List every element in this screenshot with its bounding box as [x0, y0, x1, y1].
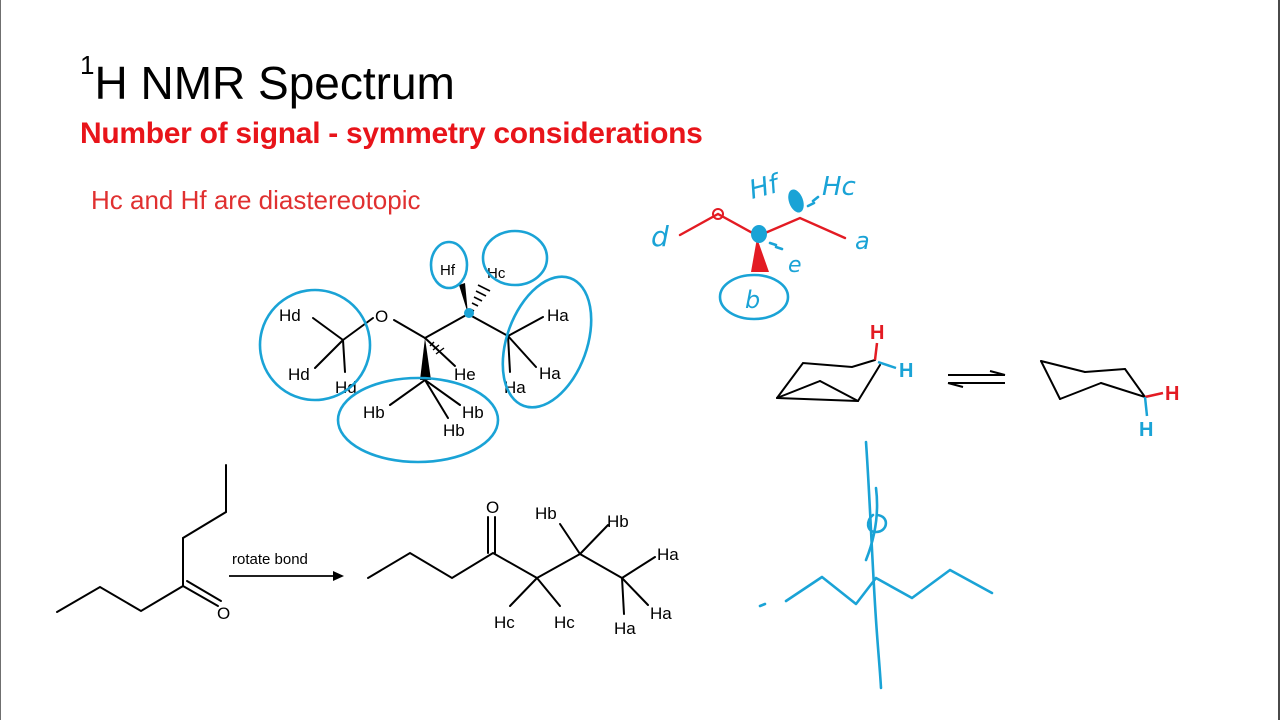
- slide-left-edge: [0, 0, 1, 720]
- label-ha-top: Ha: [547, 306, 569, 325]
- ketone2-ha3: Ha: [614, 619, 636, 638]
- title-text: H NMR Spectrum: [94, 57, 455, 109]
- ketone2-structure: [367, 516, 656, 615]
- label-ha-right: Ha: [539, 364, 561, 383]
- ketone-oxygen: O: [217, 604, 230, 623]
- chair-right-axial-h: H: [1165, 383, 1179, 405]
- annotation-a: a: [855, 227, 870, 255]
- hand-drawn-annotation: [678, 189, 847, 321]
- annotation-b: b: [745, 286, 760, 314]
- cyclohexane-chair-right: [1040, 360, 1164, 417]
- slide-title: 1H NMR Spectrum: [80, 50, 455, 110]
- molecule-structure: [312, 283, 544, 419]
- ketone2-ha2: Ha: [650, 604, 672, 623]
- equilibrium-arrows: [947, 370, 1006, 388]
- annotation-d: d: [651, 220, 669, 253]
- annotation-e: e: [788, 253, 802, 278]
- annotation-hf: Hf: [746, 168, 785, 205]
- molecule-oxygen: O: [375, 307, 388, 326]
- rotate-bond-label: rotate bond: [232, 551, 308, 568]
- label-hd-left: Hd: [288, 365, 310, 384]
- ink-circles: [258, 229, 593, 464]
- annotation-hc: Hc: [822, 172, 856, 202]
- label-hd-bottom: Hd: [335, 378, 357, 397]
- ketone2-oxygen: O: [486, 498, 499, 517]
- label-hb-left: Hb: [363, 403, 385, 422]
- diastereotopic-note: Hc and Hf are diastereotopic: [91, 185, 421, 215]
- chair-left-equatorial-h: H: [899, 360, 913, 382]
- ketone2-ha1: Ha: [657, 545, 679, 564]
- slide-subtitle: Number of signal - symmetry consideratio…: [80, 117, 703, 150]
- title-superscript: 1: [80, 50, 95, 80]
- ketone2-hc2: Hc: [554, 613, 575, 632]
- label-hd-top: Hd: [279, 306, 301, 325]
- slide-right-edge: [1278, 0, 1280, 720]
- ketone2-hc1: Hc: [494, 613, 515, 632]
- rotate-arrow: [229, 571, 344, 581]
- ketone-structure: [56, 464, 227, 613]
- ketone2-hb1: Hb: [535, 504, 557, 523]
- ketone2-hb2: Hb: [607, 512, 629, 531]
- label-he: He: [454, 365, 476, 384]
- hand-drawn-sketch: [758, 440, 994, 690]
- label-hb-right: Hb: [462, 403, 484, 422]
- chair-left-axial-h: H: [870, 322, 884, 344]
- cyclohexane-chair-left: [776, 342, 897, 402]
- chair-right-equatorial-h: H: [1139, 419, 1153, 441]
- label-hb-bottom: Hb: [443, 421, 465, 440]
- label-hf: Hf: [440, 262, 456, 279]
